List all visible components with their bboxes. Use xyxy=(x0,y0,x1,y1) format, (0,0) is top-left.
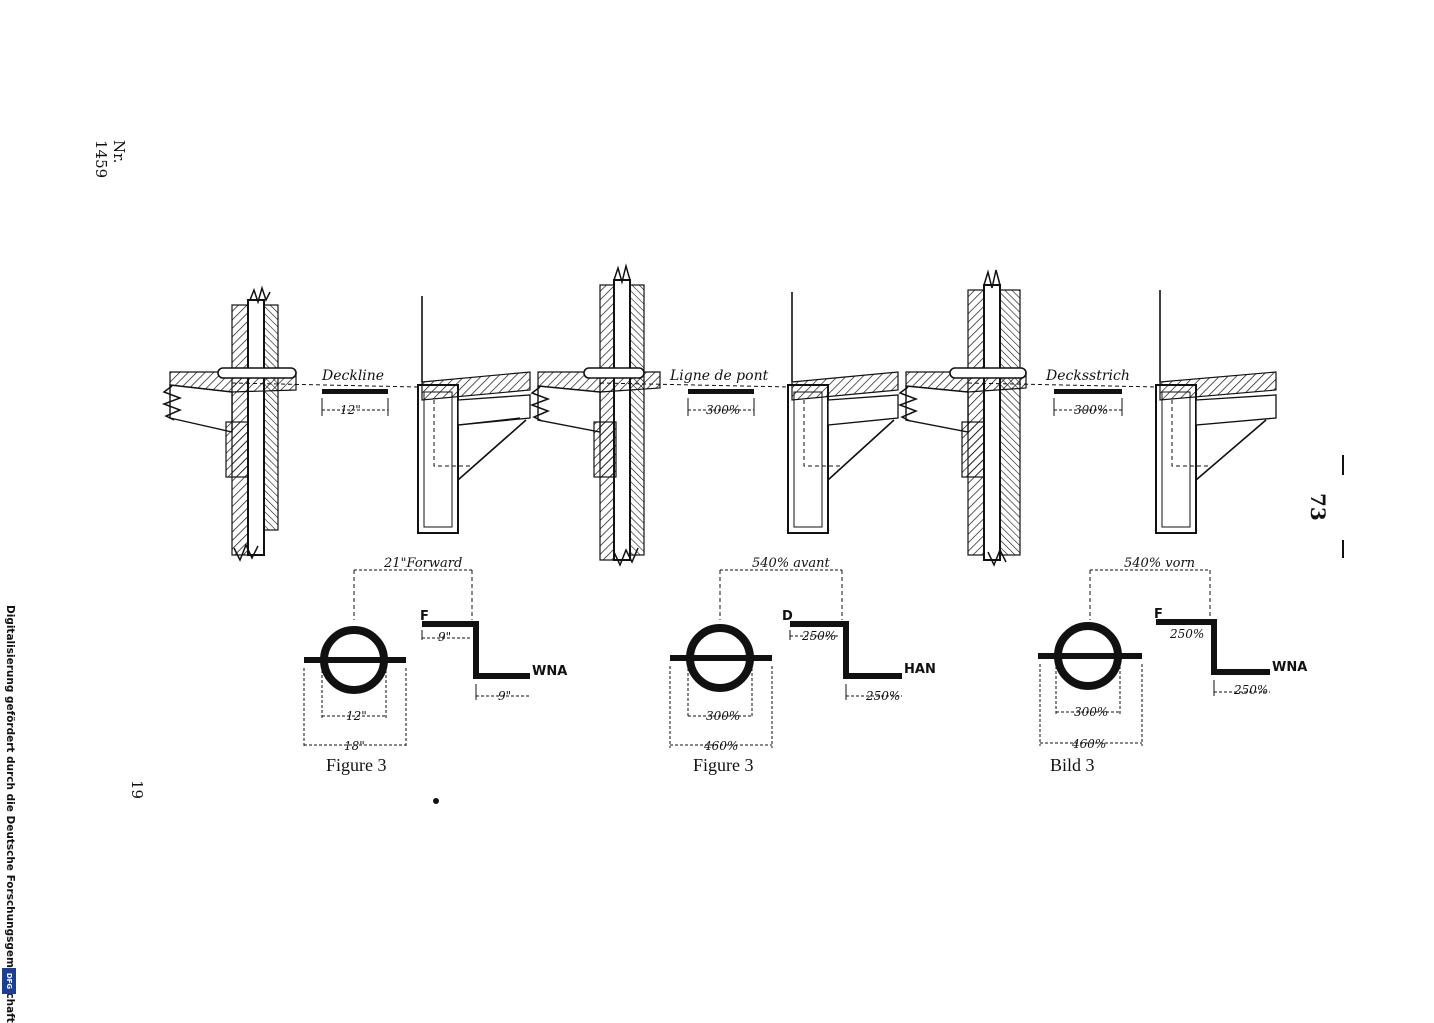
section-1 xyxy=(161,285,531,562)
section-3 xyxy=(897,269,1277,567)
dash-bottom xyxy=(1342,540,1344,558)
mark-letter-1: F xyxy=(420,609,429,624)
caption-1: Figure 3 xyxy=(326,755,387,775)
outer-dim-1: 18" xyxy=(344,739,365,753)
section-2 xyxy=(529,263,899,567)
deck-label-2: Ligne de pont xyxy=(669,368,769,384)
deck-width-3: 300% xyxy=(1074,403,1108,417)
mark-code-2: HAN xyxy=(904,662,936,677)
load-line-mark-2 xyxy=(669,569,902,748)
step-dim-1b: 9" xyxy=(498,689,511,703)
outer-dim-2: 460% xyxy=(703,739,738,753)
step-dim-1a: 9" xyxy=(438,630,451,644)
load-line-mark-3 xyxy=(1038,569,1270,746)
caption-2: Figure 3 xyxy=(693,755,754,775)
load-line-mark-1 xyxy=(303,569,530,748)
mark-code-1: WNA xyxy=(532,664,567,679)
document-page: Nr. 1459 19 73 Digitalisierung gefördert… xyxy=(2,140,1344,1023)
inner-dim-1: 12" xyxy=(346,709,367,723)
deck-width-2: 300% xyxy=(706,403,740,417)
offset-label-3: 540% vorn xyxy=(1124,556,1195,571)
technical-drawing: Deckline 12" 21"Forward 12" 18" F 9" 9" … xyxy=(161,263,1307,804)
mark-letter-3: F xyxy=(1154,607,1163,622)
offset-label-1: 21"Forward xyxy=(383,556,462,571)
step-dim-3a: 250% xyxy=(1169,627,1204,641)
deck-label-3: Decksstrich xyxy=(1045,368,1130,384)
ink-speck xyxy=(433,798,439,804)
caption-3: Bild 3 xyxy=(1050,755,1095,775)
mark-code-3: WNA xyxy=(1272,660,1307,675)
step-dim-2a: 250% xyxy=(801,629,836,643)
deck-width-1: 12" xyxy=(340,403,361,417)
dfg-logo: DFG xyxy=(2,968,16,994)
inner-dim-2: 300% xyxy=(706,709,740,723)
dash-top xyxy=(1342,455,1344,475)
offset-label-2: 540% avant xyxy=(752,556,831,571)
step-dim-3b: 250% xyxy=(1233,683,1268,697)
outer-dim-3: 460% xyxy=(1071,737,1106,751)
deck-label-1: Deckline xyxy=(321,368,384,384)
step-dim-2b: 250% xyxy=(865,689,900,703)
inner-dim-3: 300% xyxy=(1074,705,1108,719)
mark-letter-2: D xyxy=(782,609,793,624)
